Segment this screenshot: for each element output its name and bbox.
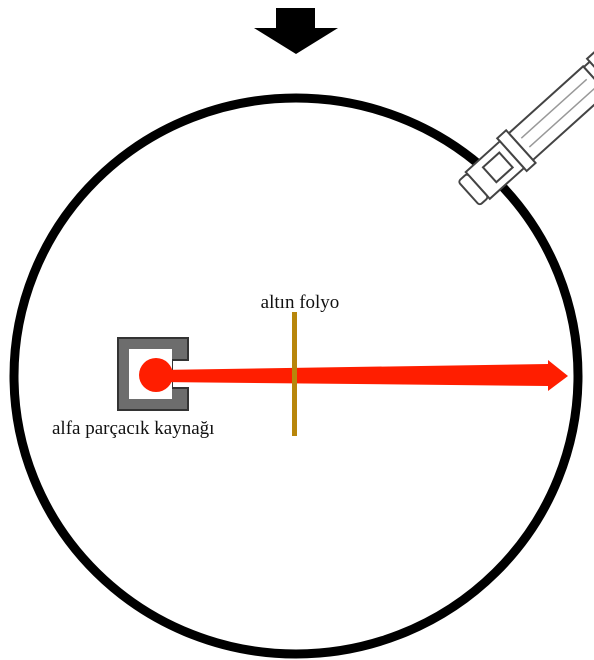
source-sphere (139, 358, 173, 392)
gold-foil (292, 312, 297, 436)
microscope-tube-highlight (528, 87, 594, 148)
alpha-beam (158, 360, 568, 391)
foil-label: altın folyo (261, 292, 340, 313)
microscope-base-cap (458, 173, 489, 206)
down-arrow-icon (254, 8, 338, 54)
microscope-eyepiece-ring (585, 50, 594, 92)
microscope-icon (458, 50, 594, 206)
source-label: alfa parçacık kaynağı (52, 418, 214, 439)
microscope-tube-highlight (520, 78, 588, 139)
microscope-base-window (481, 151, 515, 184)
microscope-eyepiece-ring (582, 60, 594, 94)
